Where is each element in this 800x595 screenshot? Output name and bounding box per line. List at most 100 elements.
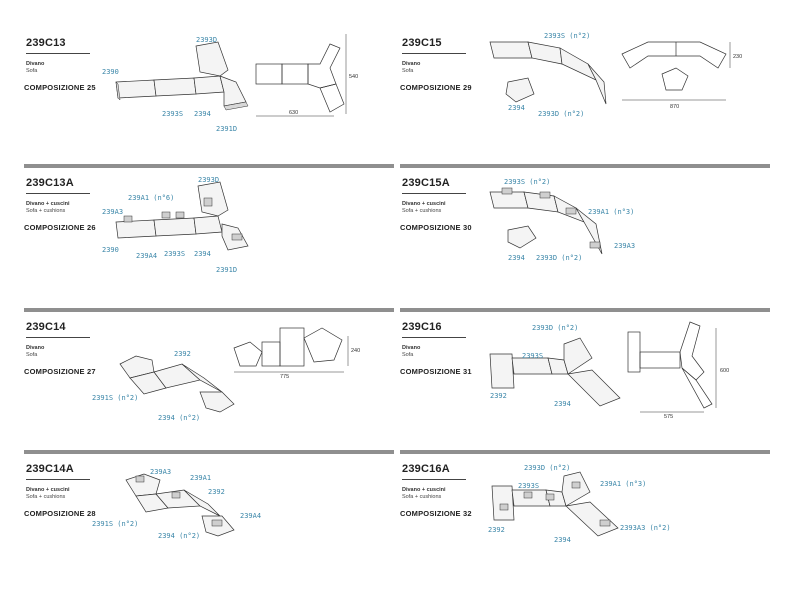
label-2390: 2390 — [102, 68, 119, 76]
sofa-drawing: 775 240 2392 2391S (n°2) 2394 (n°2) — [92, 327, 360, 422]
product-code: 239C16 — [402, 321, 442, 333]
label-2393d: 2393D (n°2) — [536, 254, 582, 262]
panel-239c15a: 239C15A Divano + cuscini Sofa + cushions… — [400, 164, 770, 292]
composition-label: COMPOSIZIONE 29 — [400, 83, 472, 92]
product-type-it: Divano — [26, 61, 45, 67]
sofa-drawing: 2393D 239A1 (n°6) 239A3 2390 239A4 2393S… — [102, 176, 249, 274]
label-2392: 2392 — [208, 488, 225, 496]
product-type-it: Divano + cuscini — [26, 487, 70, 493]
sofa-drawing: 2393D (n°2) 2393S 239A1 (n°3) 2392 2393A… — [488, 464, 671, 544]
product-type-it: Divano + cuscini — [402, 201, 446, 207]
label-2393s: 2393S (n°2) — [504, 178, 550, 186]
product-code: 239C13A — [26, 177, 74, 189]
label-2391d: 2391D — [216, 125, 237, 133]
width-dimension: 575 — [664, 414, 673, 420]
product-type-en: Sofa — [402, 352, 414, 358]
panel-239c15: 239C15 Divano Sofa COMPOSIZIONE 29 870 2… — [400, 24, 770, 152]
product-code: 239C15A — [402, 177, 450, 189]
product-code: 239C14A — [26, 463, 74, 475]
label-2393s: 2393S — [162, 110, 183, 118]
code-underline — [26, 53, 90, 54]
label-2394: 2394 — [554, 536, 571, 544]
composition-label: COMPOSIZIONE 26 — [24, 223, 96, 232]
sofa-drawing: 870 230 2393S (n°2) 2394 2393D (n°2) — [489, 32, 742, 118]
label-239a3: 239A3 — [150, 468, 171, 476]
product-type-en: Sofa + cushions — [26, 208, 66, 214]
panel-239c16a: 239C16A Divano + cuscini Sofa + cushions… — [400, 450, 770, 578]
panel-239c14: 239C14 Divano Sofa COMPOSIZIONE 27 775 2… — [24, 308, 394, 436]
panel-divider — [24, 450, 394, 454]
panel-239c16: 239C16 Divano Sofa COMPOSIZIONE 31 575 6… — [400, 308, 770, 436]
width-dimension: 630 — [289, 110, 298, 116]
label-2394: 2394 — [554, 400, 571, 408]
product-type-en: Sofa — [26, 68, 38, 74]
product-type-it: Divano + cuscini — [402, 487, 446, 493]
label-2393d: 2393D — [198, 176, 219, 184]
label-2390: 2390 — [102, 246, 119, 254]
label-2392: 2392 — [490, 392, 507, 400]
label-239a4: 239A4 — [136, 252, 157, 260]
panel-divider — [24, 308, 394, 312]
composition-label: COMPOSIZIONE 25 — [24, 83, 96, 92]
code-underline — [402, 193, 466, 194]
label-2393a3: 2393A3 (n°2) — [620, 524, 671, 532]
sofa-drawing: 2393S (n°2) 239A1 (n°3) 239A3 2394 2393D… — [489, 178, 635, 262]
label-239a1: 239A1 (n°6) — [128, 194, 174, 202]
code-underline — [26, 337, 90, 338]
width-dimension: 775 — [280, 374, 289, 380]
label-2393d: 2393D (n°2) — [532, 324, 578, 332]
code-underline — [402, 53, 466, 54]
panel-divider — [400, 308, 770, 312]
label-2393s: 2393S — [164, 250, 185, 258]
label-2391d: 2391D — [216, 266, 237, 274]
code-underline — [26, 479, 90, 480]
height-dimension: 540 — [349, 74, 358, 80]
label-239a3: 239A3 — [614, 242, 635, 250]
composition-label: COMPOSIZIONE 28 — [24, 509, 96, 518]
width-dimension: 870 — [670, 104, 679, 110]
panel-divider — [400, 450, 770, 454]
sofa-drawing: 239A3 239A1 2392 239A4 2391S (n°2) 2394 … — [92, 468, 261, 540]
sofa-drawing: 630 540 2390 2393D 2393S 2394 2391D — [102, 34, 358, 133]
product-type-en: Sofa + cushions — [402, 208, 442, 214]
product-type-en: Sofa + cushions — [26, 494, 66, 500]
label-2394: 2394 (n°2) — [158, 532, 200, 540]
label-2393d: 2393D (n°2) — [524, 464, 570, 472]
panel-divider — [400, 164, 770, 168]
height-dimension: 600 — [720, 368, 729, 374]
panel-239c13a: 239C13A Divano + cuscini Sofa + cushions… — [24, 164, 394, 292]
panel-239c13: 239C13 Divano Sofa COMPOSIZIONE 25 630 5… — [24, 24, 394, 152]
label-2393d: 2393D — [196, 36, 217, 44]
label-2393s: 2393S — [522, 352, 543, 360]
panel-239c14a: 239C14A Divano + cuscini Sofa + cushions… — [24, 450, 394, 578]
product-type-en: Sofa — [26, 352, 38, 358]
label-2391s: 2391S (n°2) — [92, 394, 138, 402]
product-type-en: Sofa — [402, 68, 414, 74]
product-code: 239C16A — [402, 463, 450, 475]
label-2394: 2394 — [194, 250, 211, 258]
label-2393d: 2393D (n°2) — [538, 110, 584, 118]
label-2394: 2394 (n°2) — [158, 414, 200, 422]
panel-divider — [24, 164, 394, 168]
label-2393s: 2393S — [518, 482, 539, 490]
product-code: 239C13 — [26, 37, 66, 49]
code-underline — [402, 337, 466, 338]
label-239a1: 239A1 — [190, 474, 211, 482]
composition-label: COMPOSIZIONE 30 — [400, 223, 472, 232]
label-239a4: 239A4 — [240, 512, 261, 520]
label-2393s: 2393S (n°2) — [544, 32, 590, 40]
label-2391s: 2391S (n°2) — [92, 520, 138, 528]
composition-label: COMPOSIZIONE 31 — [400, 367, 472, 376]
label-2392: 2392 — [488, 526, 505, 534]
product-type-en: Sofa + cushions — [402, 494, 442, 500]
label-239a1: 239A1 (n°3) — [588, 208, 634, 216]
composition-label: COMPOSIZIONE 27 — [24, 367, 96, 376]
label-239a3: 239A3 — [102, 208, 123, 216]
label-239a1: 239A1 (n°3) — [600, 480, 646, 488]
label-2394: 2394 — [194, 110, 211, 118]
product-type-it: Divano + cuscini — [26, 201, 70, 207]
label-2394: 2394 — [508, 254, 525, 262]
composition-label: COMPOSIZIONE 32 — [400, 509, 472, 518]
code-underline — [402, 479, 466, 480]
height-dimension: 240 — [351, 348, 360, 354]
